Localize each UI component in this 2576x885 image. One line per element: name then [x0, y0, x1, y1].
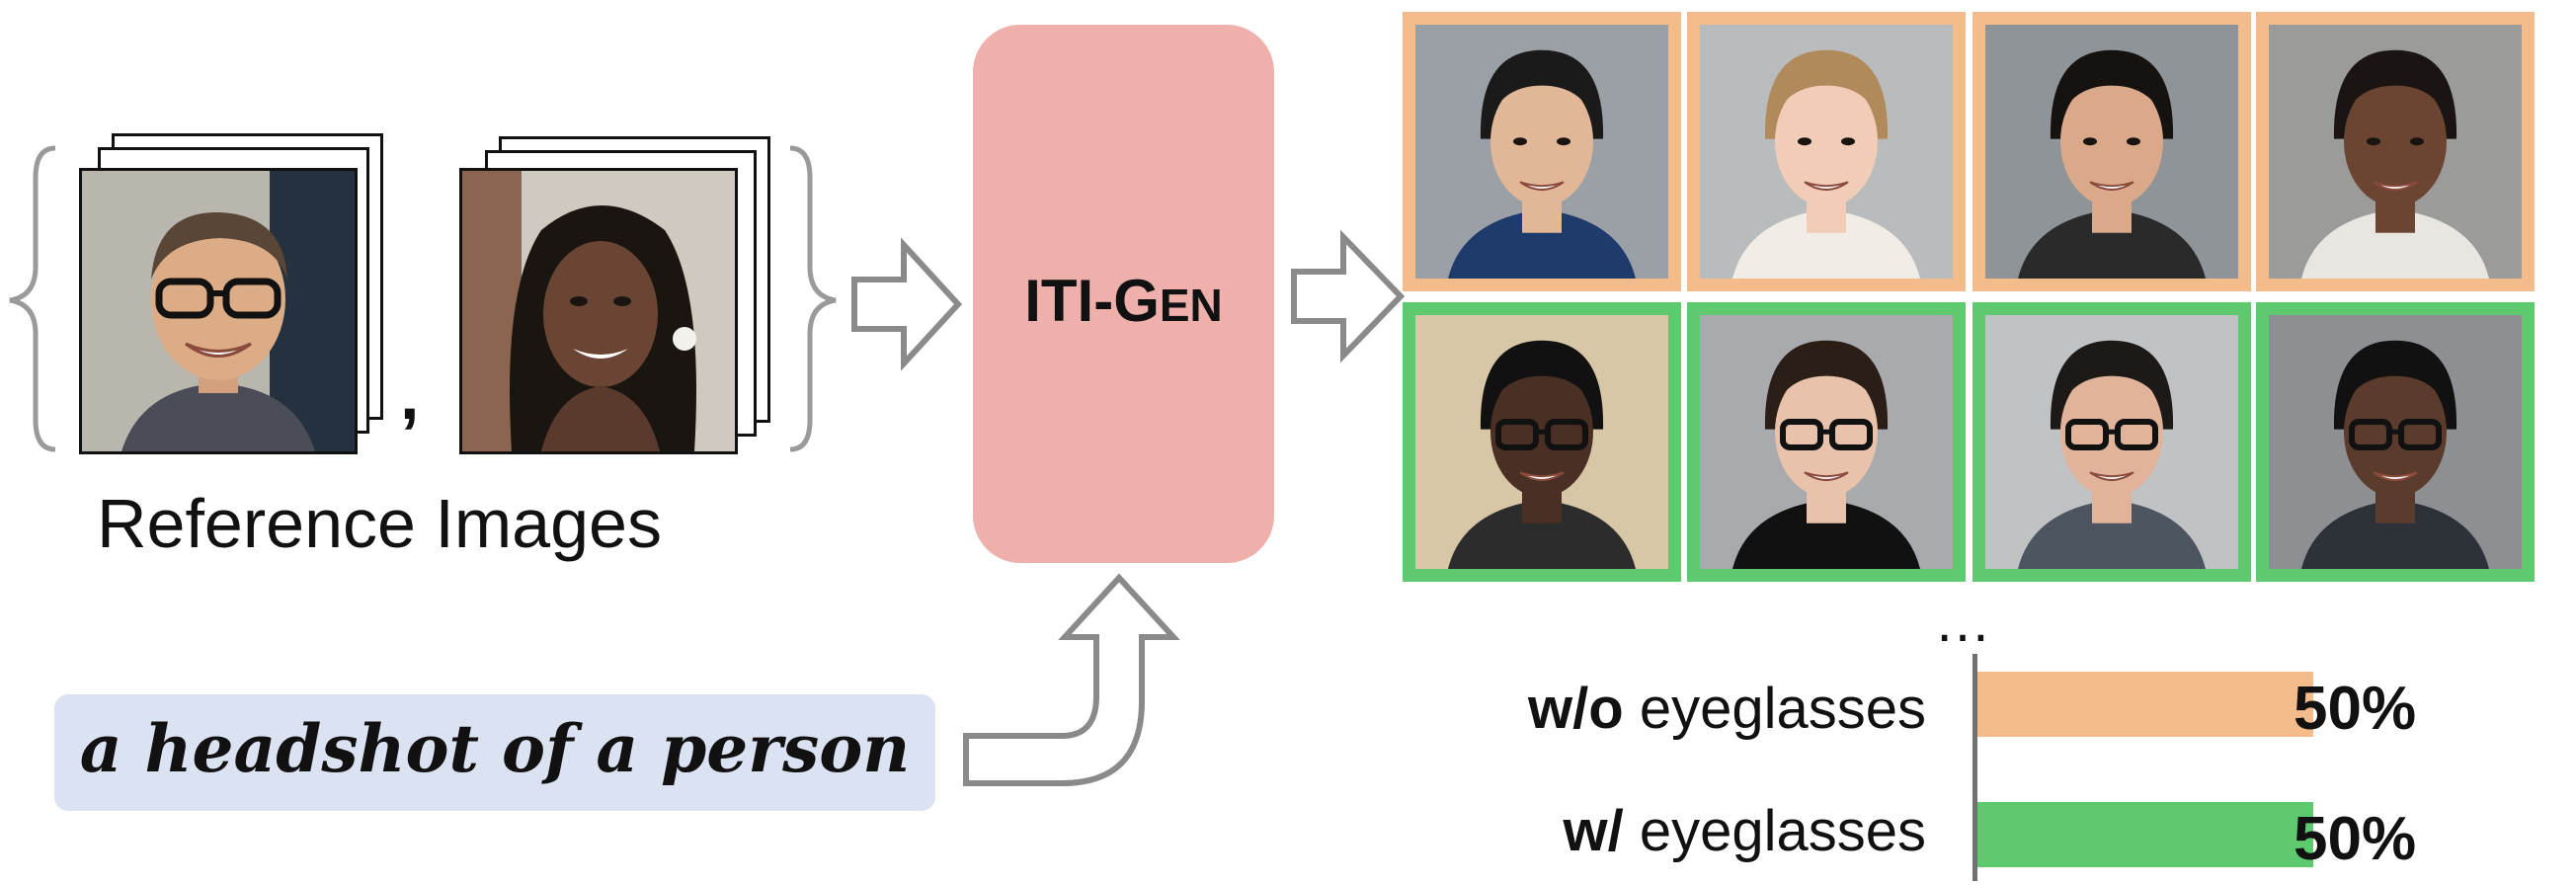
reference-images-label: Reference Images: [97, 485, 662, 562]
generated-image-tile: [2256, 302, 2535, 582]
generated-portrait: [1700, 25, 1953, 279]
generated-portrait: [2269, 25, 2522, 279]
iti-gen-model-box: ITI-GEN: [973, 25, 1274, 563]
generated-portrait: [1985, 25, 2238, 279]
bar-without-glasses: [1977, 672, 2313, 737]
legend-label-without-glasses: w/o eyeglasses: [1528, 677, 1926, 741]
left-brace: [9, 145, 56, 452]
generated-portrait: [2269, 315, 2522, 569]
bar-with-glasses: [1977, 802, 2313, 867]
arrow-to-outputs: [1291, 229, 1406, 363]
value-label-without-glasses: 50%: [2294, 675, 2417, 743]
generated-image-tile: [1687, 302, 1966, 582]
generated-portrait: [1700, 315, 1953, 569]
reference-image-woman: [459, 168, 738, 454]
legend-label-with-glasses: w/ eyeglasses: [1563, 799, 1926, 863]
value-label-with-glasses: 50%: [2294, 805, 2417, 873]
prompt-text: a headshot of a person: [79, 710, 911, 787]
generated-image-tile: [1972, 12, 2251, 291]
generated-image-tile: [1403, 12, 1681, 291]
generated-image-tile: [1403, 302, 1681, 582]
right-brace: [789, 145, 837, 452]
reference-image-man: [79, 168, 358, 454]
prompt-box: a headshot of a person: [54, 694, 935, 811]
generated-image-tile: [2256, 12, 2535, 291]
generated-portrait: [1415, 25, 1668, 279]
arrow-to-model: [851, 237, 963, 371]
reference-separator: ,: [400, 357, 420, 434]
generated-portrait: [1985, 315, 2238, 569]
arrow-prompt-to-model: [963, 573, 1180, 786]
generated-image-tile: [1687, 12, 1966, 291]
more-images-ellipsis: …: [1934, 590, 1995, 654]
generated-image-tile: [1972, 302, 2251, 582]
generated-portrait: [1415, 315, 1668, 569]
chart-axis-line: [1972, 654, 1977, 881]
model-name: ITI-GEN: [1024, 268, 1223, 334]
